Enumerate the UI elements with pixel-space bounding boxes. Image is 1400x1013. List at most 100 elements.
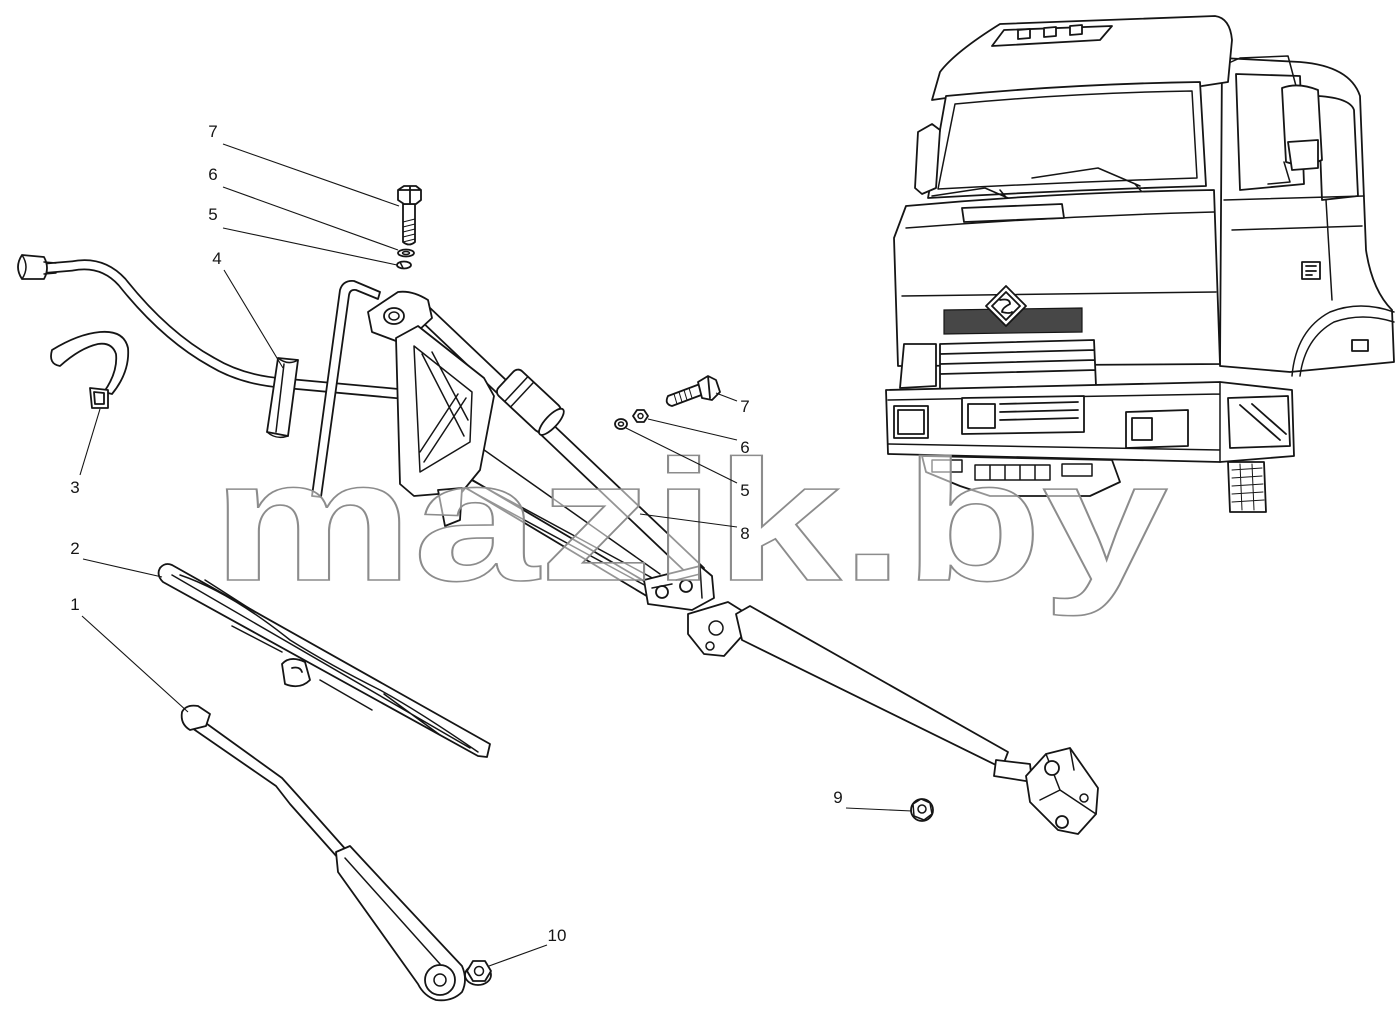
part-5-spring-washer-upper [396, 260, 412, 270]
cab-side-panel-lines [1223, 195, 1395, 377]
pivot-node-details [651, 565, 703, 599]
callout-label-4: 4 [212, 249, 221, 268]
leader-line-7-upper [222, 143, 400, 207]
bumper-center-grille [961, 395, 1085, 435]
part-4-grommet [266, 357, 299, 439]
nut-10-hex [466, 960, 492, 982]
cab-side-emblem [1301, 261, 1321, 280]
washer-5-right-ring [614, 418, 628, 430]
leader-line-5-upper [222, 227, 398, 266]
leader-line-10 [488, 944, 548, 967]
part-9-nut [910, 798, 934, 822]
left-headlight [893, 405, 929, 439]
long-link-rod [735, 605, 1009, 769]
wiper-motor-end-cap [538, 407, 565, 436]
callout-label-5-right: 5 [740, 481, 749, 500]
truck-cab-illustration [885, 15, 1395, 513]
fog-lights [931, 459, 1093, 481]
callout-label-9: 9 [833, 788, 842, 807]
windshield-wipers [931, 167, 1143, 203]
part-6-nut-right [632, 409, 649, 423]
washer-5-upper-split [399, 261, 404, 269]
leader-line-9 [845, 807, 913, 812]
bolt-right-threads [673, 387, 693, 405]
leader-line-5-right [625, 427, 738, 484]
wiper-arm-ridge [344, 857, 441, 965]
nut-9-hole [917, 804, 927, 814]
callout-label-6-right: 6 [740, 438, 749, 457]
mirror-arm [1221, 55, 1297, 185]
wiring-harness [17, 254, 408, 400]
crank-pin-small [705, 641, 715, 651]
leader-line-6-upper [222, 186, 399, 251]
wiper-arm-end-hole [433, 973, 447, 987]
part-2-wiper-blade [157, 563, 491, 758]
nut-6-right-hex [632, 409, 649, 423]
washer-6-upper-ring [397, 248, 415, 258]
nut-6-right-hole [637, 412, 644, 420]
roof-marker-lights [1017, 24, 1083, 40]
leader-line-4 [223, 269, 284, 369]
callout-label-3: 3 [70, 478, 79, 497]
leader-line-8 [639, 513, 738, 528]
cab-side-window-rear [1317, 95, 1359, 201]
bolt-upper-head [397, 185, 422, 205]
wiper-blade-center-bracket [281, 658, 311, 688]
bracket-mount-hole [383, 307, 405, 325]
wiper-arm-strip [191, 715, 349, 859]
wiper-arm-clip [180, 704, 211, 731]
callout-label-8: 8 [740, 524, 749, 543]
frame-inner-rods [431, 439, 661, 589]
washer-5-upper-ring [396, 260, 412, 270]
leader-line-6-right [647, 418, 738, 441]
part-7-bolt-upper [397, 185, 422, 246]
cable-connector-plug [17, 254, 48, 280]
bracket-plate [395, 325, 495, 497]
left-side-mirror [914, 123, 941, 195]
brand-logo-diamond [985, 285, 1027, 327]
wiper-motor [496, 368, 565, 436]
callout-label-10: 10 [548, 926, 567, 945]
leader-line-3 [79, 408, 101, 476]
callout-labels: 7 6 5 4 3 2 1 7 6 5 8 9 10 [70, 122, 842, 945]
bracket-mount-hole-inner [388, 311, 400, 321]
bolt-upper-threads [402, 218, 416, 243]
crank-pin [708, 620, 724, 636]
part-5-washer-right [614, 418, 628, 430]
wiper-blade-frame [171, 574, 479, 753]
pivot-housing-bolt-bottom [1055, 815, 1069, 829]
callout-label-7-right: 7 [740, 397, 749, 416]
part-3-clamp [50, 330, 130, 409]
connector-plug-details [21, 254, 57, 280]
callout-label-2: 2 [70, 539, 79, 558]
nut-9-hex-edges [912, 798, 933, 821]
side-mirror-lower [1287, 139, 1319, 171]
wiper-cover [961, 203, 1065, 223]
right-headlight [1125, 409, 1189, 449]
bracket-plate-cutout [413, 345, 473, 473]
part-7-bolt-right [665, 375, 721, 407]
linkage-crank [687, 601, 745, 657]
part-6-washer-upper [397, 248, 415, 258]
front-grille-bar [943, 307, 1083, 335]
leader-line-1 [81, 615, 189, 713]
callout-label-6-upper: 6 [208, 165, 217, 184]
corner-light [1227, 395, 1291, 449]
bolt-right-head [697, 375, 721, 401]
door-handle [1351, 339, 1369, 352]
pivot-node-nut-right [679, 579, 693, 593]
wiper-arm-end-eye [424, 964, 456, 996]
callout-label-5-upper: 5 [208, 205, 217, 224]
cab-step-hatching [1231, 463, 1265, 511]
pivot-housing-bolt-right [1079, 793, 1089, 803]
grommet-details [266, 357, 299, 439]
callout-label-1: 1 [70, 595, 79, 614]
clamp-lug [89, 387, 109, 409]
washer-5-right-hole [617, 421, 625, 427]
lower-grille [939, 339, 1097, 391]
cable-body [44, 261, 406, 398]
support-rod [311, 280, 381, 498]
grille-side-piece [899, 343, 937, 389]
wiper-motor-bands [503, 375, 535, 408]
